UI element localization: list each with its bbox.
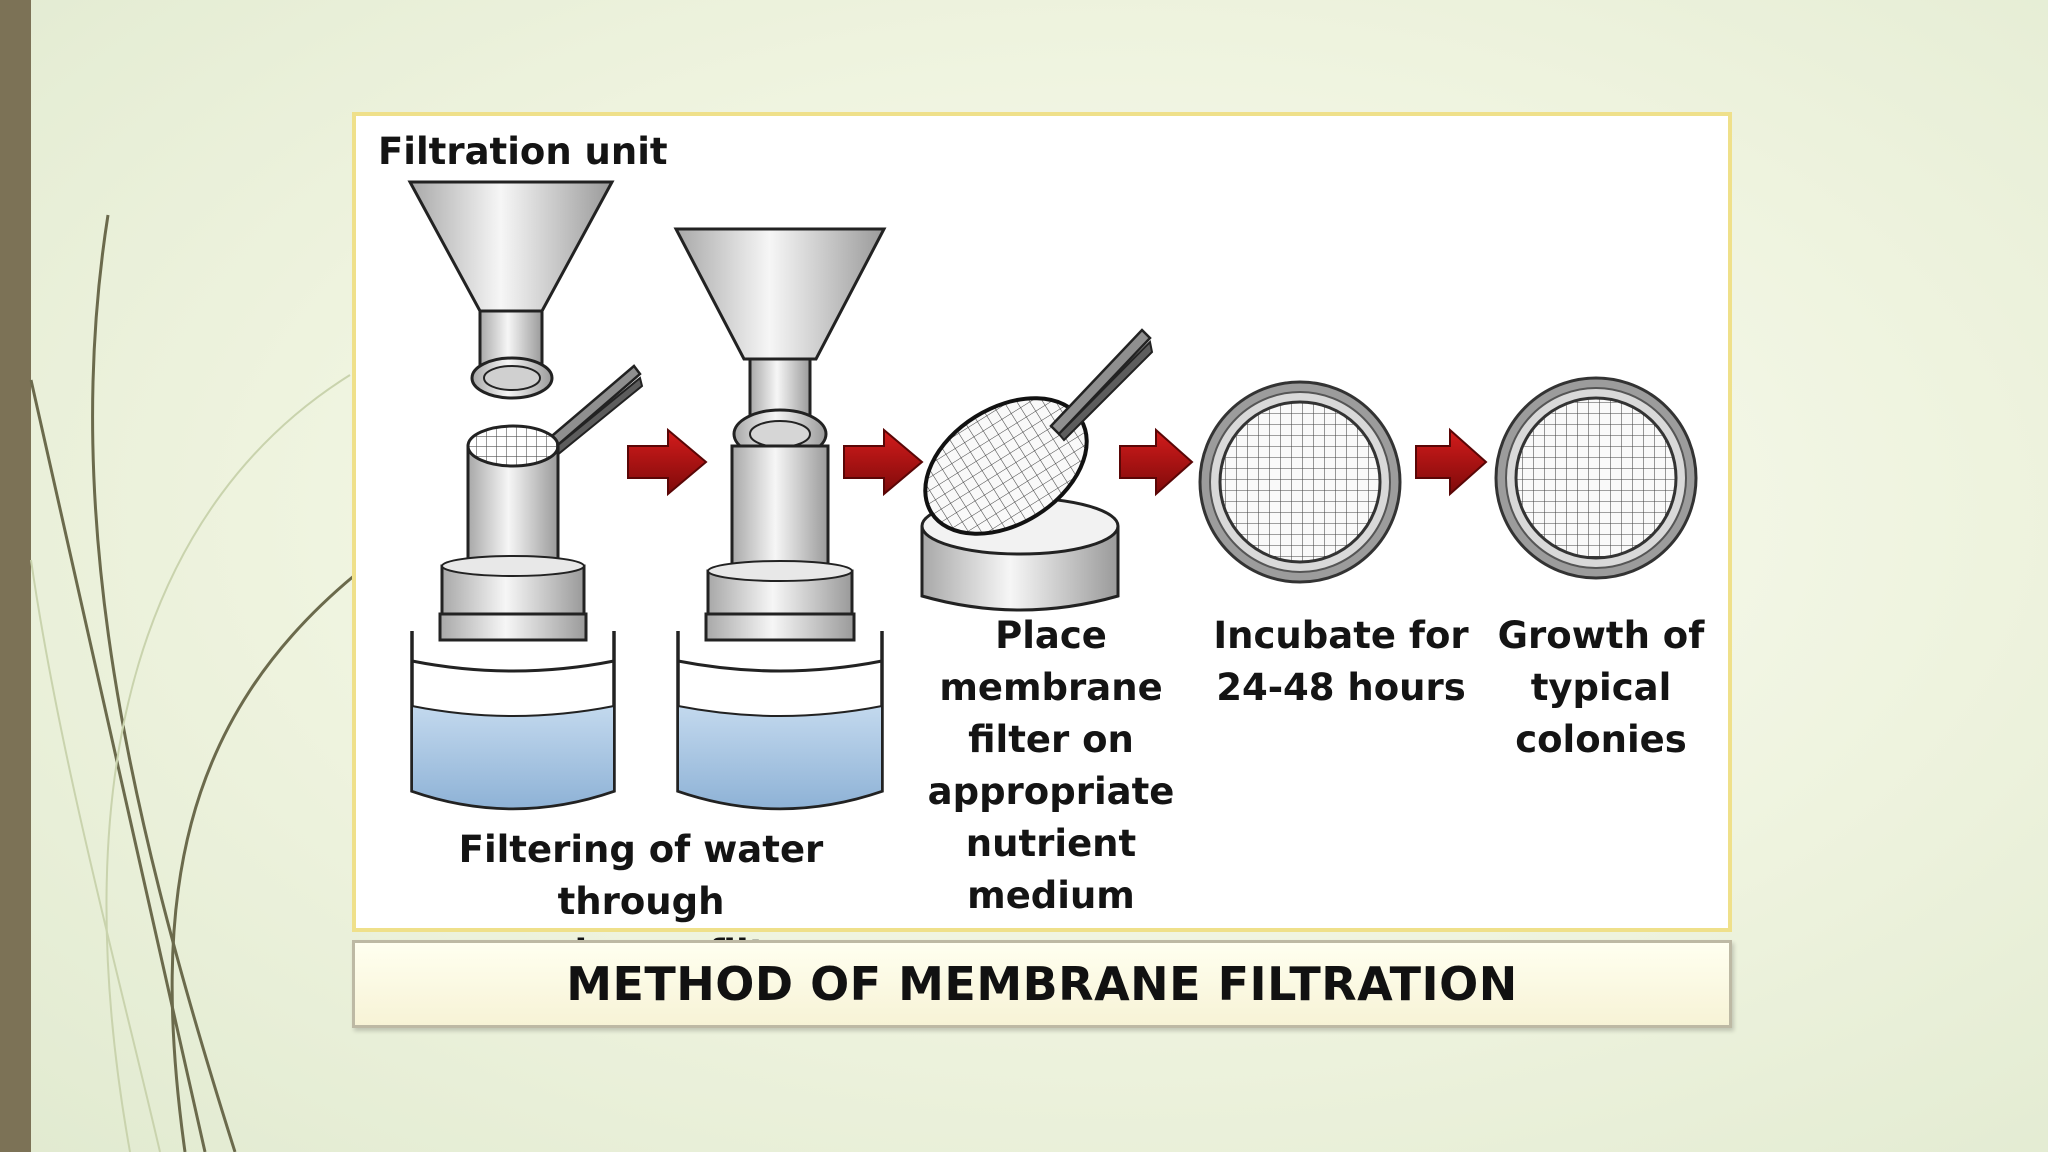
arrow-right-icon [843,427,924,497]
filtration-unit-assembled [673,227,887,811]
arrow-right-icon [627,427,708,497]
flask-icon [676,612,884,811]
membrane-filter-icon [466,424,560,468]
forceps-icon [1049,328,1154,442]
label-growth-step: Growth of typical colonies [1497,614,1705,761]
membrane-filtration-figure: Filtration unit Filtering of water throu… [352,112,1732,975]
label-filtration-unit: Filtration unit [378,130,668,173]
figure-caption-bar: METHOD OF MEMBRANE FILTRATION [352,940,1732,1028]
funnel-icon [673,227,887,361]
red-pointer-tab [0,0,280,120]
figure-caption: METHOD OF MEMBRANE FILTRATION [566,957,1518,1011]
figure-artwork [407,180,1698,811]
arrow-right-icon [1415,427,1488,497]
decorative-curves [29,214,356,1152]
arrow-right-icon [1119,427,1194,497]
funnel-icon [407,180,615,313]
label-incubate-step: Incubate for 24-48 hours [1213,614,1469,709]
filtration-unit-open [407,180,644,811]
slide-side-bar [0,0,31,1152]
petri-dish-icon [1494,376,1698,580]
petri-dish-icon [1198,380,1402,584]
forceps-icon [544,364,644,458]
flask-icon [410,612,616,811]
membrane-on-medium [920,328,1154,612]
label-place-membrane-step: Place membrane filter on appropriate nut… [927,614,1175,917]
